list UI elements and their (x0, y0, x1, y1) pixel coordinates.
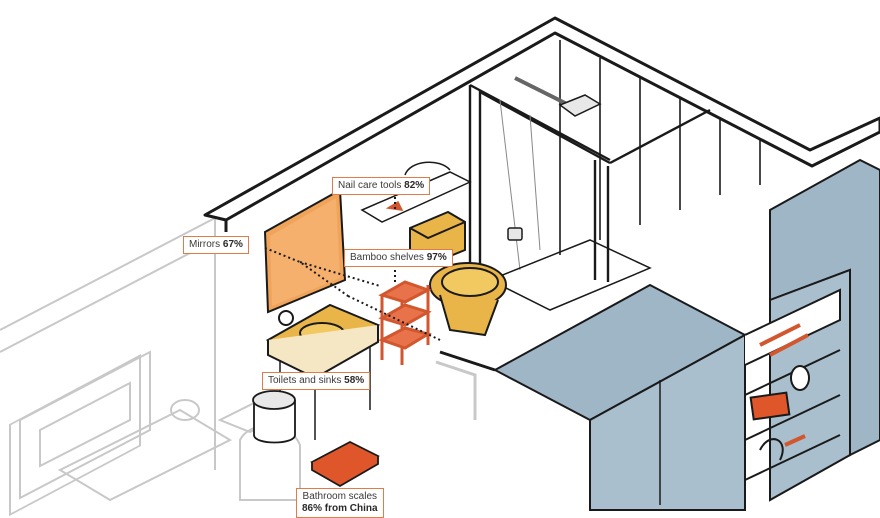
mirror (263, 188, 347, 314)
callout-bamboo-shelves: Bamboo shelves 97% (344, 249, 453, 267)
bamboo-value: 97% (426, 252, 447, 263)
trash-bin (252, 390, 296, 444)
faded-bedroom (0, 216, 301, 516)
toilet (409, 210, 507, 337)
open-shelf (744, 288, 841, 481)
bathroom-walls (203, 16, 880, 232)
mirrors-label: Mirrors (189, 239, 221, 250)
callout-nail-care: Nail care tools 82% (332, 177, 431, 195)
toilets-label: Toilets and sinks (268, 375, 342, 386)
bamboo-shelves (378, 280, 432, 365)
sink-vanity (265, 303, 381, 440)
blue-cabinets (492, 158, 880, 511)
callout-toilets-sinks: Toilets and sinks 58% (262, 372, 371, 390)
mirrors-value: 67% (222, 239, 243, 250)
shower-back-wall (559, 40, 761, 255)
callout-leaders (264, 197, 441, 341)
nail-care-value: 82% (404, 180, 425, 191)
nail-care-label: Nail care tools (338, 180, 402, 191)
bamboo-label: Bamboo shelves (350, 252, 424, 263)
floor-edge (435, 350, 496, 420)
shower-enclosure (468, 83, 711, 311)
scales-value: 86% from China (302, 503, 378, 514)
callout-mirrors: Mirrors 67% (183, 236, 249, 254)
toilets-value: 58% (344, 375, 365, 386)
scales-label: Bathroom scales (302, 491, 378, 502)
bathroom-scale (310, 440, 380, 488)
shower-head-icon (507, 76, 602, 241)
callout-bathroom-scales: Bathroom scales 86% from China (296, 488, 384, 518)
